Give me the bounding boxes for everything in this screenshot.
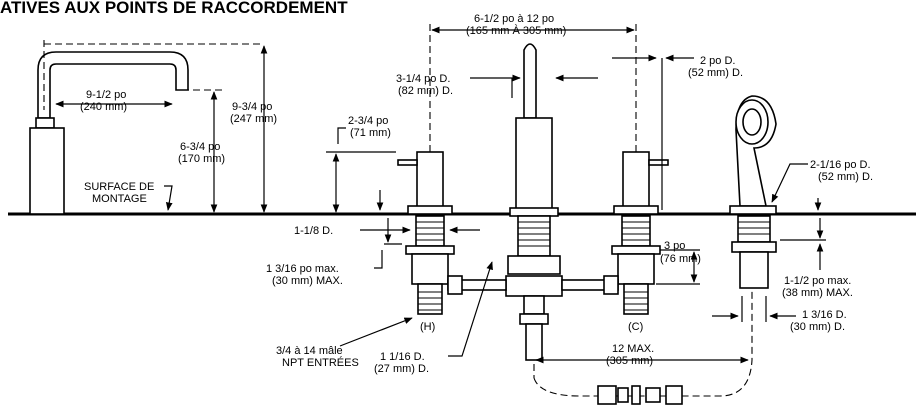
outlet-height-metric: (170 mm): [178, 153, 225, 165]
spray-shank: [731, 215, 777, 289]
cold-label: (C): [628, 321, 643, 333]
surface-leader: [164, 185, 173, 211]
shank-max-leader: [374, 250, 383, 269]
spray-d-leader: [771, 163, 808, 203]
npt-label-2: NPT ENTRÉES: [282, 356, 359, 369]
spread-metric: (165 mm À 305 mm): [466, 24, 566, 37]
outlet-d-leader: [448, 261, 493, 357]
cold-valve-body: [611, 215, 661, 315]
spray-d-metric: (52 mm) D.: [818, 171, 873, 183]
spray-d-label: 2-1/16 po D.: [810, 159, 871, 171]
spray-shank-threads: [738, 221, 770, 235]
outlet-d-label: 1 1/16 D.: [380, 351, 425, 363]
outlet-tube: [519, 295, 549, 361]
spray-max-label: 1-1/2 po max.: [784, 275, 851, 287]
handle-d-label: 2 po D.: [700, 55, 735, 67]
surface-label-2: MONTAGE: [92, 193, 147, 205]
spread-label: 6-1/2 po à 12 po: [474, 13, 554, 25]
handle-h-leader: [337, 127, 346, 144]
spout-d-label: 3-1/4 po D.: [396, 73, 450, 85]
npt-leader: [339, 317, 413, 347]
handle-h-label: 2-3/4 po: [348, 115, 388, 127]
cold-handle: [613, 151, 669, 215]
reach-label: 9-1/2 po: [86, 89, 126, 101]
handle-d-metric: (52 mm) D.: [688, 67, 743, 79]
spout-shank-threads: [518, 221, 550, 247]
spray-max-metric: (38 mm) MAX.: [782, 287, 853, 299]
side-view-faucet: [29, 51, 189, 215]
surface-label: SURFACE DE: [84, 181, 154, 193]
cold-shank-threads: [622, 221, 650, 311]
hot-handle: [397, 151, 453, 215]
shank-d-label: 1-1/8 D.: [294, 225, 333, 237]
spout-d-metric: (82 mm) D.: [398, 85, 453, 97]
diagram-title: ATIVES AUX POINTS DE RACCORDEMENT: [0, 0, 348, 17]
total-height-metric: (247 mm): [230, 113, 277, 125]
hose-metric: (305 mm): [606, 355, 653, 367]
shank-max-metric: (30 mm) MAX.: [272, 275, 343, 287]
spray-hole-metric: (30 mm) D.: [790, 321, 845, 333]
center-spout: [509, 43, 559, 217]
total-height-label: 9-3/4 po: [232, 101, 272, 113]
body-h-label: 3 po: [664, 240, 685, 252]
reach-metric: (240 mm): [80, 101, 127, 113]
npt-label: 3/4 à 14 mâle: [276, 345, 343, 357]
body-h-metric: (76 mm): [660, 253, 701, 265]
spray-hole-label: 1 3/16 D.: [802, 309, 847, 321]
outlet-height-label: 6-3/4 po: [180, 141, 220, 153]
hot-label: (H): [420, 321, 435, 333]
handle-h-metric: (71 mm): [350, 127, 391, 139]
hot-shank-threads: [416, 221, 444, 311]
hose-coupling: [597, 385, 683, 405]
hose-label: 12 MAX.: [612, 343, 654, 355]
hand-spray: [729, 95, 777, 215]
hot-valve-body: [405, 215, 455, 315]
shank-max-label: 1 3/16 po max.: [266, 263, 339, 275]
outlet-d-metric: (27 mm) D.: [374, 363, 429, 375]
crossover-tubes: [447, 275, 619, 295]
hose-path: [533, 290, 753, 397]
